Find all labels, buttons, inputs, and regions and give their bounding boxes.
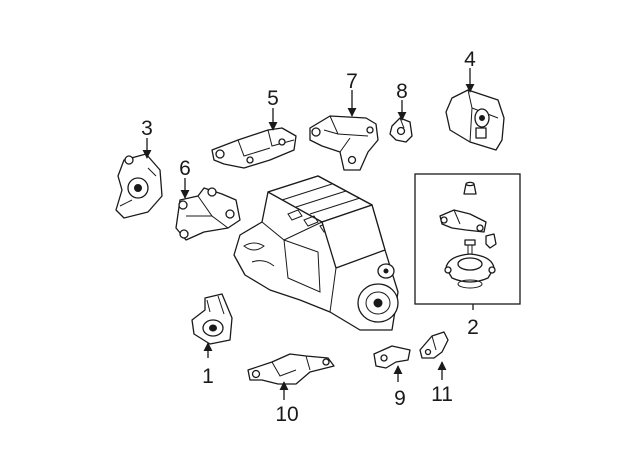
callout-3: 3 [141, 117, 153, 140]
callout-5: 5 [267, 87, 279, 110]
callout-10: 10 [275, 403, 298, 426]
part-6-bracket [175, 187, 241, 241]
part-4-mount [445, 89, 505, 151]
callout-2: 2 [467, 316, 479, 339]
callout-8: 8 [396, 80, 408, 103]
part-11-bracket [419, 331, 449, 359]
part-10-bracket [247, 353, 335, 385]
callout-1: 1 [202, 365, 214, 388]
callout-11: 11 [431, 383, 453, 406]
callout-7: 7 [346, 70, 358, 93]
callout-4: 4 [464, 48, 476, 71]
callout-9: 9 [394, 387, 406, 410]
engine-block [233, 175, 399, 331]
callout-6: 6 [179, 157, 191, 180]
callout-labels: 1 2 3 4 5 6 7 8 9 10 11 [141, 48, 479, 426]
part-5-bracket [211, 127, 297, 169]
part-8-bracket [389, 117, 413, 143]
part-3-mount [115, 153, 163, 219]
part-7-bracket [309, 115, 379, 171]
part-9-bracket [373, 345, 411, 369]
part-1-mount [191, 293, 233, 345]
leader-lines [142, 68, 475, 400]
part-2-inset [414, 173, 521, 305]
